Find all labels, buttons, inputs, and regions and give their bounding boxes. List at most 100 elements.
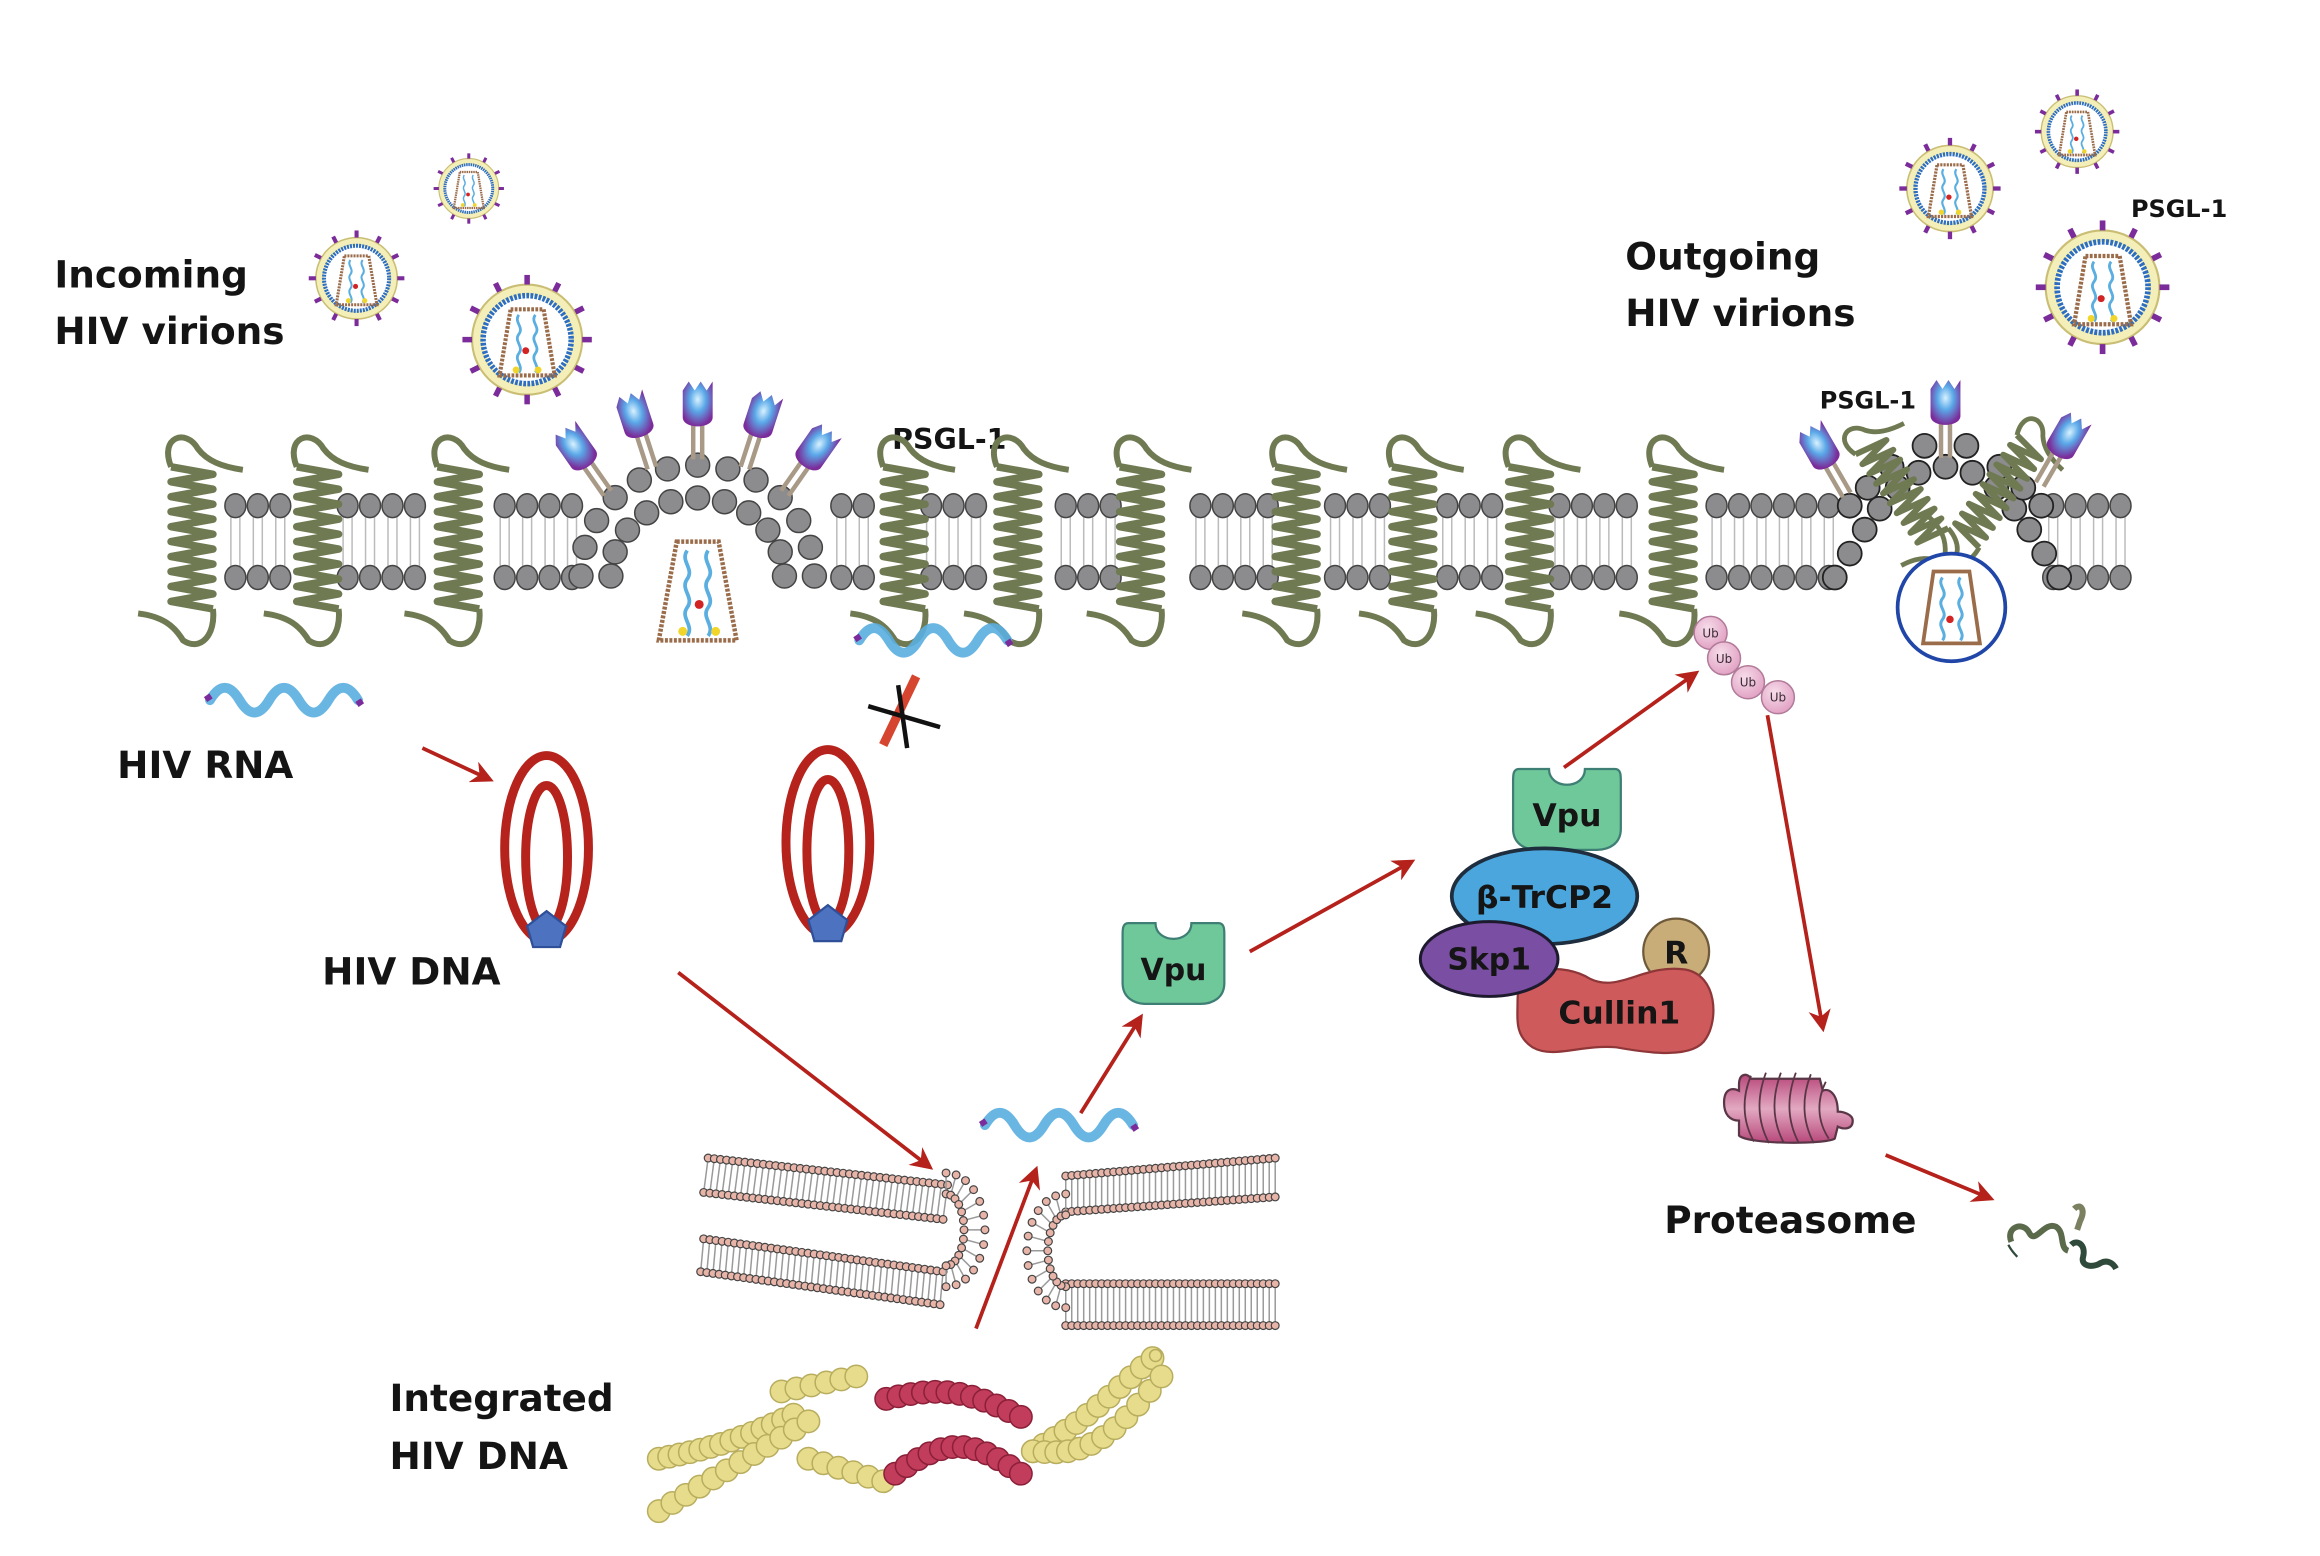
ubiquitin: Ub — [1706, 641, 1742, 676]
blocked-step-marker — [867, 674, 941, 749]
lipid-head — [602, 484, 628, 511]
lipid-head — [1615, 564, 1639, 591]
integrated-label-line1: Integrated — [389, 1376, 613, 1420]
lipid-head — [1323, 564, 1347, 591]
skp1: Skp1 — [1418, 920, 1560, 998]
lipid-head — [852, 492, 875, 519]
hiv-rna-strand — [207, 688, 362, 713]
nuclear-lipid — [1270, 1153, 1280, 1163]
lipid-head — [1836, 540, 1863, 567]
lipid-head — [852, 564, 875, 591]
lipid-head — [626, 467, 653, 493]
lipid-head — [830, 564, 853, 591]
nuclear-envelope — [696, 1153, 1280, 1331]
hiv-rna-strand-blocked — [856, 628, 1011, 653]
lipid-head — [786, 507, 812, 534]
chromatin-bead — [1149, 1364, 1174, 1389]
outgoing-virions-label: Outgoing HIV virions — [1625, 234, 1855, 335]
lipid-head — [633, 500, 660, 526]
lipid-head — [403, 564, 427, 591]
arrow-ub-to-proteasome — [1765, 714, 1831, 1033]
integrated-hiv-chromatin — [646, 1346, 1174, 1524]
lipid-head — [2028, 492, 2055, 519]
psgl1-protein — [1087, 437, 1192, 644]
ubiquitin-label: Ub — [1770, 691, 1786, 705]
lipid-head — [515, 492, 539, 519]
lipid-head — [1076, 492, 1100, 519]
lipid-head — [1866, 495, 1893, 522]
arrow-rna-to-vpu — [1079, 1013, 1143, 1115]
incoming-virions-label: Incoming HIV virions — [54, 252, 284, 353]
lipid-head — [538, 492, 561, 519]
proteasome-label: Proteasome — [1664, 1198, 1916, 1242]
lipid-head — [1323, 492, 1347, 519]
lipid-head — [1705, 492, 1728, 519]
lipid-head — [568, 563, 594, 589]
incoming-virion-small — [432, 151, 506, 226]
lipid-head — [1911, 432, 1938, 459]
lipid-head — [246, 564, 270, 591]
lipid-head — [1211, 564, 1235, 591]
nuclear-lipid — [935, 1300, 945, 1310]
nuclear-lipid — [938, 1214, 948, 1224]
lipid-head — [1211, 492, 1235, 519]
chromatin-bead — [844, 1364, 869, 1389]
lipid-head — [715, 456, 741, 482]
lipid-head — [1570, 564, 1594, 591]
lipid-head — [1750, 492, 1773, 519]
chromatin-bead — [1008, 1404, 1033, 1429]
lipid-head — [246, 492, 270, 519]
incoming-label-line1: Incoming — [54, 252, 248, 296]
lipid-head — [1076, 564, 1100, 591]
integrase-icon — [525, 909, 568, 949]
lipid-head — [755, 517, 781, 543]
lipid-head — [2086, 492, 2110, 519]
lipid-head — [735, 500, 762, 526]
lipid-head — [2109, 492, 2132, 519]
lipid-head — [711, 489, 738, 515]
ubiquitin-label: Ub — [1740, 676, 1756, 690]
lipid-head — [538, 564, 561, 591]
lipid-head — [493, 564, 516, 591]
lipid-head — [1458, 492, 1481, 519]
rbx1: R — [1642, 917, 1711, 986]
scf-ubiquitin-ligase-complex: Vpu β-TrCP2 R Cullin1 Skp1 — [1418, 767, 1715, 1055]
lipid-head — [1795, 492, 1818, 519]
lipid-head — [224, 564, 247, 591]
nuclear-lipid — [943, 1180, 953, 1190]
lipid-head — [1480, 564, 1504, 591]
hiv-rna-label: HIV RNA — [117, 743, 293, 787]
psgl1-protein — [404, 437, 509, 644]
lipid-head — [797, 534, 824, 561]
psgl1-label-virion: PSGL-1 — [2131, 195, 2227, 223]
lipid-head — [1458, 564, 1481, 591]
lipid-head — [1593, 564, 1616, 591]
vpu-free-label: Vpu — [1141, 953, 1207, 988]
psgl1-protein — [1359, 437, 1464, 644]
lipid-head — [2016, 516, 2043, 543]
lipid-head — [684, 452, 711, 478]
arrow-rna-to-dna — [421, 746, 494, 783]
psgl1-protein — [138, 437, 243, 644]
ubiquitin: Ub — [1760, 680, 1796, 715]
arrow-chromatin-to-rna — [974, 1165, 1040, 1330]
lipid-head — [1054, 564, 1077, 591]
lipid-head — [1772, 492, 1796, 519]
lipid-head — [1836, 492, 1863, 519]
lipid-head — [1570, 492, 1594, 519]
lipid-head — [515, 564, 539, 591]
lipid-head — [743, 467, 769, 493]
degraded-peptides-icon — [2007, 1203, 2119, 1271]
lipid-head — [1821, 564, 1848, 591]
lipid-head — [583, 507, 610, 534]
lipid-head — [1346, 564, 1369, 591]
outgoing-virion-medium — [1899, 138, 2000, 239]
lipid-head — [1346, 492, 1369, 519]
psgl1-label-budding: PSGL-1 — [1820, 386, 1916, 414]
lipid-head — [942, 492, 965, 519]
lipid-head — [358, 564, 382, 591]
lipid-head — [1234, 564, 1257, 591]
lipid-head — [602, 539, 628, 565]
